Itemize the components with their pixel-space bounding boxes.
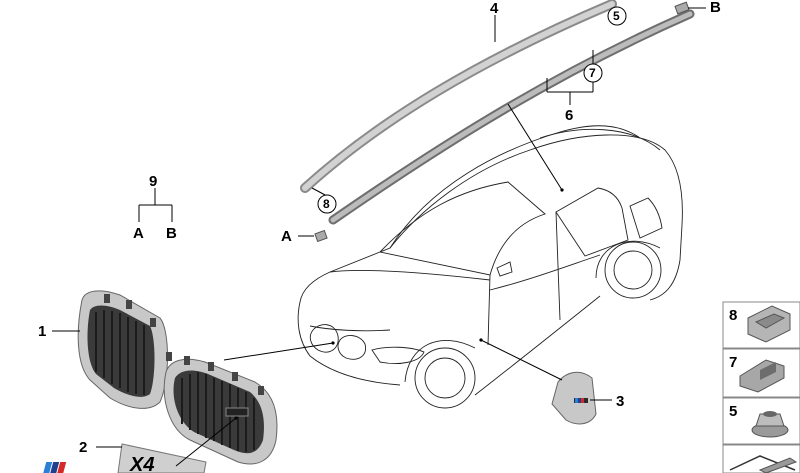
leader-lines bbox=[52, 7, 706, 467]
callout-4: 4 bbox=[490, 0, 499, 17]
callout-9: 9 bbox=[149, 173, 157, 190]
circled-callout-7: 7 bbox=[583, 63, 603, 83]
svg-text:5: 5 bbox=[613, 9, 620, 23]
car-outline bbox=[297, 125, 683, 409]
svg-text:5: 5 bbox=[729, 403, 737, 420]
legend-item-7[interactable]: 7 bbox=[722, 348, 800, 398]
clip-holder-icon bbox=[747, 305, 791, 343]
emblem-x4-2[interactable]: X4 bbox=[43, 443, 207, 473]
nut-icon bbox=[751, 411, 789, 438]
callout-9-b: B bbox=[166, 225, 177, 242]
clip-a-roof[interactable] bbox=[314, 229, 328, 243]
kidney-grille-1[interactable] bbox=[77, 290, 278, 465]
roof-rail-6[interactable] bbox=[328, 9, 695, 225]
callout-9-a: A bbox=[133, 225, 144, 242]
clip-bracket-icon bbox=[739, 359, 785, 393]
side-emblem-3[interactable] bbox=[551, 371, 597, 425]
clip-b-roof[interactable] bbox=[674, 1, 690, 15]
callout-3: 3 bbox=[616, 393, 624, 410]
legend-panel: 8 7 5 bbox=[722, 301, 800, 473]
callout-6: 6 bbox=[565, 107, 573, 124]
legend-item-8[interactable]: 8 bbox=[722, 301, 800, 349]
circled-callout-5: 5 bbox=[607, 6, 627, 26]
callout-b-roof: B bbox=[710, 0, 721, 16]
svg-text:7: 7 bbox=[589, 66, 596, 80]
svg-text:7: 7 bbox=[729, 354, 737, 371]
legend-item-5[interactable]: 5 bbox=[722, 397, 800, 445]
circled-callout-8: 8 bbox=[317, 194, 337, 214]
emblem-text: X4 bbox=[129, 454, 154, 473]
callout-a-roof: A bbox=[281, 228, 292, 245]
svg-text:8: 8 bbox=[729, 307, 737, 324]
legend-item-overview[interactable] bbox=[722, 444, 800, 473]
callout-2: 2 bbox=[79, 439, 87, 456]
callout-1: 1 bbox=[38, 323, 46, 340]
svg-text:8: 8 bbox=[323, 197, 330, 211]
roof-rail-4[interactable] bbox=[300, 0, 617, 193]
